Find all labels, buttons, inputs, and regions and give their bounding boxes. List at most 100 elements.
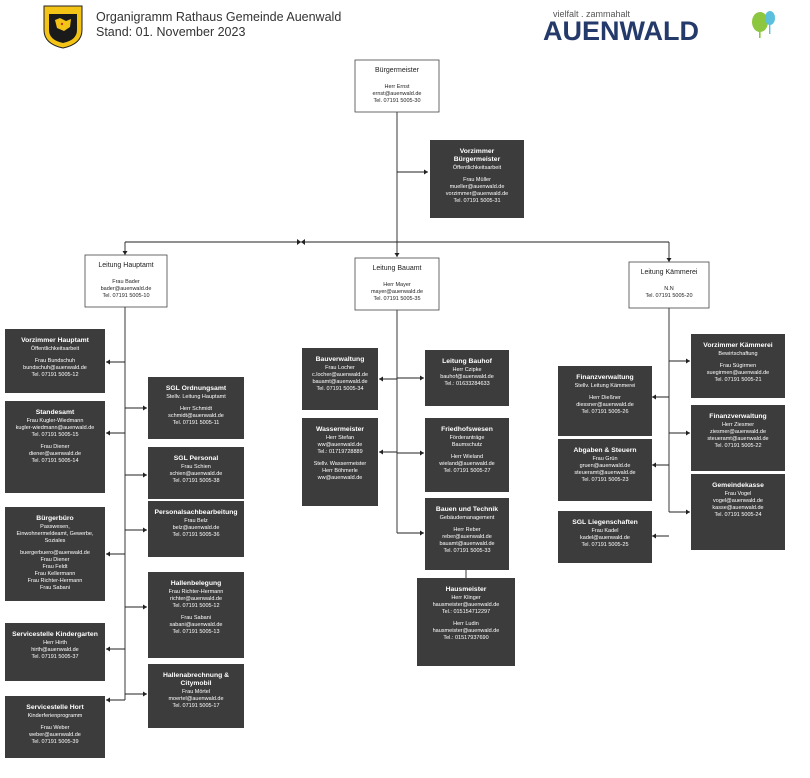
org-box-line: Tel.: 01633284633 — [444, 381, 489, 387]
arrowhead — [106, 551, 110, 557]
org-box-title: SGL Personal — [174, 455, 219, 462]
org-box-line: Stellv. Wassermeister — [314, 461, 367, 467]
tree-icon — [752, 11, 775, 38]
org-box-line: kadel@auenwald.de — [580, 535, 630, 541]
org-box-title: SGL Ordnungsamt — [166, 385, 227, 392]
org-box-line: steueramt@auenwald.de — [574, 470, 635, 476]
org-box-line: Soziales — [45, 538, 66, 544]
org-box-line: Frau Bader — [112, 279, 140, 285]
org-box-background — [691, 474, 785, 550]
org-box-line: vogel@auenwald.de — [713, 498, 763, 504]
org-box-title: Vorzimmer Hauptamt — [21, 337, 90, 344]
org-box-line: Tel. 07191 5005-15 — [31, 432, 78, 438]
org-box-background — [354, 257, 440, 311]
arrowhead — [424, 169, 428, 175]
org-box-line: Herr Czipke — [452, 367, 481, 373]
org-box-background — [430, 140, 524, 218]
org-box-line: Tel.: 015154712297 — [442, 609, 490, 615]
org-box-background — [5, 623, 105, 681]
arrowhead — [143, 691, 147, 697]
org-box-background — [558, 366, 652, 436]
org-box-line: Herr Klinger — [451, 595, 481, 601]
org-box-title: Citymobil — [181, 680, 212, 687]
org-box-line: Tel. 07191 5005-10 — [102, 293, 149, 299]
org-box-line: wieland@auenwald.de — [438, 461, 494, 467]
org-box-title: SGL Liegenschaften — [572, 519, 638, 526]
org-box-title: Hausmeister — [446, 586, 487, 593]
org-box-line: Frau Vogel — [725, 491, 752, 497]
org-box-line: Einwohnermeldeamt, Gewerbe, — [16, 531, 94, 537]
org-box-line: Tel. 07191 5005-22 — [714, 443, 761, 449]
org-box-line: Tel.: 01517937690 — [443, 635, 488, 641]
org-box-line: Frau Belz — [184, 518, 208, 524]
logo-wordmark: AUENWALD — [543, 16, 699, 46]
arrowhead — [652, 462, 656, 468]
org-box-line: kasse@auenwald.de — [712, 505, 763, 511]
org-box-background — [302, 348, 378, 410]
org-box-background — [558, 439, 652, 501]
connector-arrowheads — [106, 169, 690, 703]
org-box-line: Tel.: 01719728889 — [317, 449, 362, 455]
org-box-line: Öffentlichkeitsarbeit — [31, 345, 80, 352]
org-box-line: suegirmen@auenwald.de — [707, 370, 769, 376]
org-box-line: c.locher@auenwald.de — [312, 372, 368, 378]
org-box-background — [354, 59, 440, 113]
arrowhead — [420, 530, 424, 536]
org-box-line: bauhof@auenwald.de — [440, 374, 494, 380]
org-box-line: kugler-wiedmann@auenwald.de — [16, 425, 95, 431]
org-box-line: moertel@auenwald.de — [168, 696, 223, 702]
org-box-line: Frau Locher — [325, 365, 355, 371]
org-box-line: Herr Ludin — [453, 621, 479, 627]
org-box-line: ww@auenwald.de — [317, 442, 363, 448]
org-box-line: richter@auenwald.de — [170, 596, 222, 602]
org-box-vorzimmer-hauptamt: Vorzimmer HauptamtÖffentlichkeitsarbeitF… — [5, 329, 105, 393]
org-box-line: sabani@auenwald.de — [170, 622, 223, 628]
org-box-line: ernst@auenwald.de — [372, 91, 421, 97]
arrowhead — [420, 450, 424, 456]
org-box-line: steueramt@auenwald.de — [707, 436, 768, 442]
org-box-title: Finanzverwaltung — [576, 374, 633, 381]
org-box-line: Herr Stefan — [326, 435, 354, 441]
org-box-line: Herr Hirth — [43, 640, 67, 646]
org-box-background — [425, 418, 509, 492]
org-box-title: Leitung Kämmerei — [641, 269, 698, 276]
arrowhead — [143, 472, 147, 478]
org-box-title: Hallenbelegung — [171, 580, 222, 587]
org-box-background — [148, 377, 244, 439]
arrowhead — [122, 251, 128, 255]
org-box-title: Vorzimmer Kämmerei — [703, 342, 772, 349]
org-box-line: Frau Weber — [41, 725, 70, 731]
org-box-line: buergerbuero@auenwald.de — [20, 550, 90, 556]
org-box-background — [5, 696, 105, 758]
org-box-line: Förderanträge — [450, 435, 485, 441]
org-box-line: Herr Reber — [453, 527, 480, 533]
org-box-line: mueller@auenwald.de — [450, 184, 505, 190]
org-box-background — [148, 447, 244, 499]
org-box-title: Friedhofswesen — [441, 426, 493, 433]
arrowhead — [143, 527, 147, 533]
org-box-line: Tel. 07191 5005-37 — [31, 654, 78, 660]
org-box-line: Herr Schmidt — [180, 406, 213, 412]
org-box-line: bauamt@auenwald.de — [439, 541, 494, 547]
org-box-line: Tel. 07191 5005-38 — [172, 478, 219, 484]
org-box-background — [148, 572, 244, 658]
org-box-line: diener@auenwald.de — [29, 451, 81, 457]
org-box-title: Bürgermeister — [454, 156, 501, 163]
arrowhead — [106, 359, 110, 365]
org-box-line: Frau Kugler-Wiedmann — [27, 418, 84, 424]
org-box-line: Tel. 07191 5005-12 — [31, 372, 78, 378]
